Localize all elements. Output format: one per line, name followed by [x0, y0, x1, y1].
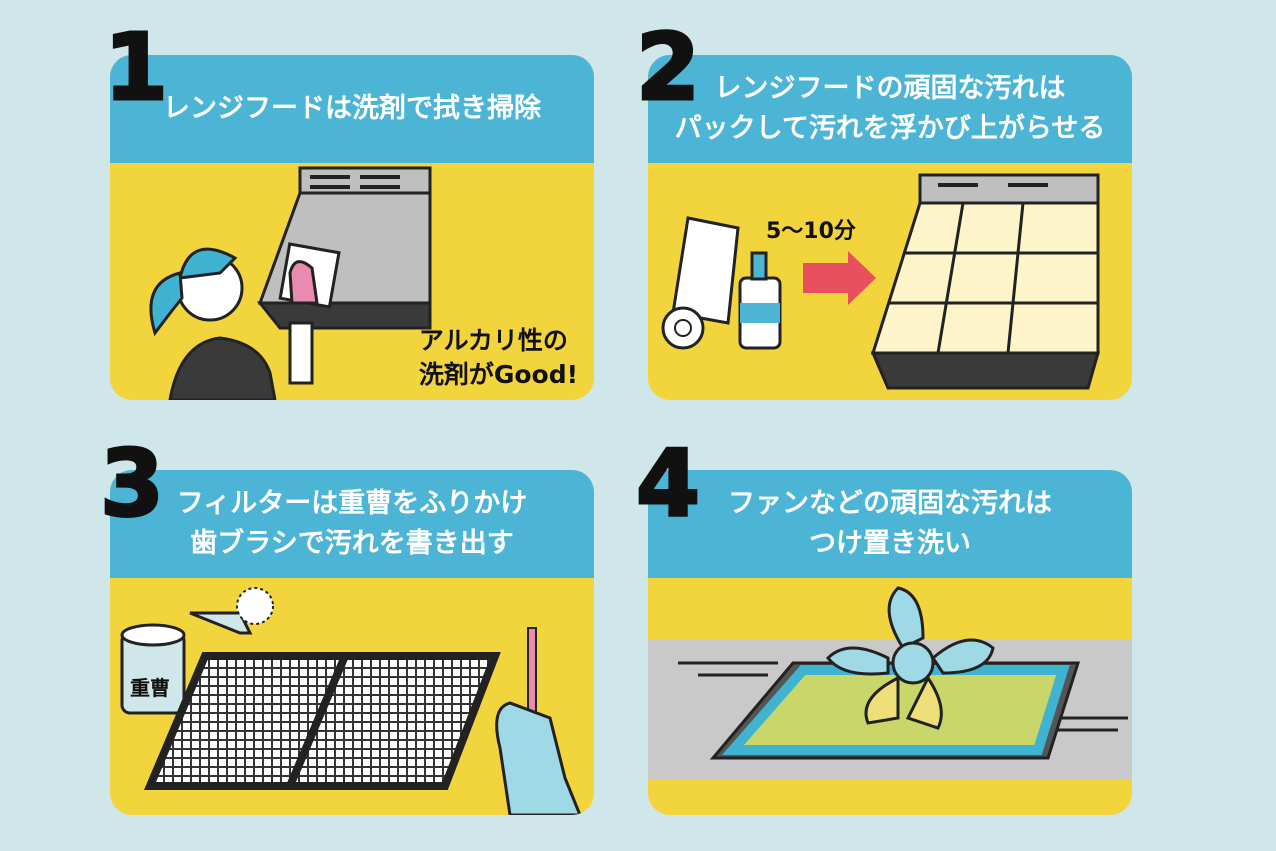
baking-soda-label: 重曹 [130, 676, 170, 700]
step-4-number: 4 [634, 430, 701, 537]
step-1-note: アルカリ性の 洗剤がGood! [419, 324, 578, 392]
step-3-title-line: 歯ブラシで汚れを書き出す [190, 528, 514, 559]
plastic-wrap-icon [671, 216, 740, 325]
step-3-title-line: フィルターは重曹をふりかけ [176, 488, 528, 519]
filter-brushing-illustration [120, 587, 582, 815]
step-1-title-line: レンジフードは洗剤で拭き掃除 [163, 93, 541, 124]
fan-icon [826, 586, 995, 730]
note-line: 洗剤がGood! [418, 360, 578, 389]
step-2-title-line: パックして汚れを浮かび上がらせる [674, 113, 1106, 144]
step-4-panel: ファンなどの頑固な汚れは つけ置き洗い [648, 470, 1132, 815]
scoop-icon [189, 611, 253, 635]
arrow-icon [803, 251, 876, 305]
tub-icon [721, 665, 1070, 755]
soak-time-label: 5〜10分 [766, 219, 856, 244]
step-2-title: レンジフードの頑固な汚れは パックして汚れを浮かび上がらせる [648, 55, 1132, 163]
step-3-number: 3 [98, 430, 165, 537]
step-2-title-line: レンジフードの頑固な汚れは [714, 73, 1066, 104]
note-line: アルカリ性の [418, 326, 568, 355]
step-1-number: 1 [102, 14, 169, 121]
step-1-title: レンジフードは洗剤で拭き掃除 [110, 55, 594, 163]
filter-2 [283, 652, 501, 790]
step-3-panel: フィルターは重曹をふりかけ 歯ブラシで汚れを書き出す 重曹 [110, 470, 594, 815]
step-1-panel: レンジフードは洗剤で拭き掃除 アルカリ性の 洗剤がGood! [110, 55, 594, 400]
gloved-hand-icon [495, 701, 582, 815]
step-4-title: ファンなどの頑固な汚れは つけ置き洗い [648, 470, 1132, 578]
step-2-number: 2 [634, 14, 701, 121]
step-4-title-line: つけ置き洗い [809, 528, 971, 559]
step-2-panel: レンジフードの頑固な汚れは パックして汚れを浮かび上がらせる 5〜10分 [648, 55, 1132, 400]
range-hood-wiping-illustration [149, 166, 432, 400]
step-4-title-line: ファンなどの頑固な汚れは [728, 488, 1052, 519]
step-3-title: フィルターは重曹をふりかけ 歯ブラシで汚れを書き出す [110, 470, 594, 578]
fan-soaking-illustration [648, 586, 1132, 780]
range-hood-pack-illustration [661, 173, 1100, 390]
